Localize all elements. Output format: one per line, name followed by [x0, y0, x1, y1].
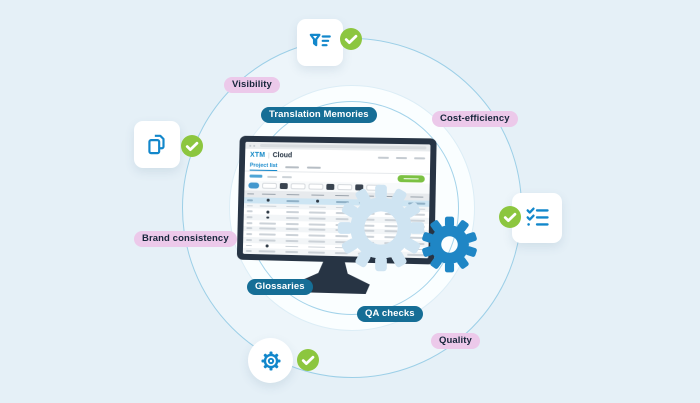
check-icon: [297, 349, 319, 371]
check-icon: [340, 28, 362, 50]
filter-count-badge: [279, 183, 288, 189]
tab-project-list[interactable]: Project list: [249, 162, 278, 171]
orbit-label-translation-memories: Translation Memories: [261, 107, 377, 123]
orbit-label-visibility: Visibility: [224, 77, 280, 93]
check-icon: [181, 135, 203, 157]
check-icon: [499, 206, 521, 228]
gear-small-illustration: [422, 216, 477, 273]
nav-item-skeleton[interactable]: [377, 156, 389, 159]
filter-box[interactable]: [308, 183, 324, 190]
filter-count-badge: [326, 184, 335, 190]
browser-dot: [249, 144, 252, 147]
table-header-cell[interactable]: [244, 193, 256, 195]
feature-card-gear: [248, 338, 293, 383]
table-header-cell[interactable]: [256, 193, 280, 195]
orbit-label-quality: Quality: [431, 333, 480, 349]
table-cell: [243, 248, 255, 254]
logo-separator: |: [268, 152, 270, 159]
table-header-cell[interactable]: [281, 194, 306, 196]
feature-card-filter: [297, 19, 343, 66]
table-cell: [255, 248, 280, 254]
xtm-logo: XTM: [249, 151, 266, 159]
toolbar-link-skeleton[interactable]: [249, 174, 263, 178]
gear-icon: [260, 350, 281, 371]
copy-icon: [148, 134, 165, 154]
toolbar-text-skeleton: [267, 175, 278, 178]
tab-skeleton[interactable]: [285, 165, 300, 168]
orbit-label-glossaries: Glossaries: [247, 279, 313, 295]
orbit-label-cost-efficiency: Cost-efficiency: [432, 111, 518, 127]
filter-box[interactable]: [290, 183, 306, 190]
filter-box[interactable]: [262, 182, 277, 189]
filter-icon: [309, 33, 331, 46]
browser-dot: [253, 144, 256, 147]
table-cell: [304, 250, 329, 256]
toolbar-text-skeleton: [281, 175, 292, 178]
orbit-label-brand-consistency: Brand consistency: [134, 231, 237, 247]
orbit-label-qa-checks: QA checks: [357, 306, 423, 322]
gear-large-illustration: [337, 184, 425, 272]
nav-item-skeleton[interactable]: [414, 156, 426, 159]
checklist-icon: [526, 207, 549, 226]
table-cell: [279, 249, 304, 255]
feature-card-copy: [134, 121, 180, 168]
cloud-logo: Cloud: [272, 152, 293, 160]
tab-skeleton[interactable]: [307, 166, 321, 169]
table-header-cell[interactable]: [305, 194, 330, 196]
nav-item-skeleton[interactable]: [395, 156, 408, 159]
primary-action-button[interactable]: [397, 175, 425, 183]
filter-chip[interactable]: [248, 182, 260, 189]
